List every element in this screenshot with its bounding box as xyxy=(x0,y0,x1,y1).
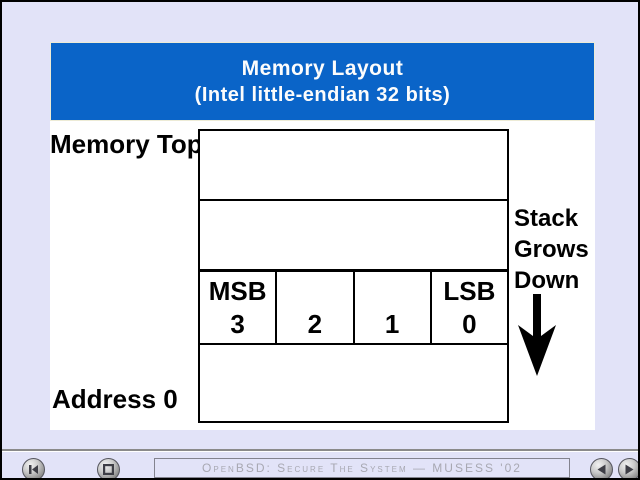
stack-label-line: Stack xyxy=(514,205,579,232)
memory-block-upper xyxy=(200,201,507,272)
memory-block-top xyxy=(200,131,507,201)
memory-layout-diagram: MSB 3 2 1 LSB 0 xyxy=(198,129,509,423)
previous-slide-button[interactable] xyxy=(590,458,613,478)
skip-to-start-icon xyxy=(29,465,38,474)
stop-square-icon xyxy=(103,464,114,475)
slide-title-banner: Memory Layout (Intel little-endian 32 bi… xyxy=(50,42,595,121)
byte-cell-number: 0 xyxy=(462,309,477,339)
status-text: OpenBSD: Secure The System — MUSESS '02 xyxy=(202,461,522,475)
byte-cell-tag: LSB xyxy=(443,276,496,306)
memory-block-bottom xyxy=(200,345,507,416)
byte-cell-number: 1 xyxy=(384,309,400,339)
footer-divider xyxy=(2,449,638,452)
memory-top-label: Memory Top xyxy=(50,129,203,159)
byte-cell-0: LSB 0 xyxy=(429,272,507,343)
stack-label-line: Down xyxy=(514,267,580,294)
go-first-button[interactable] xyxy=(22,458,45,478)
stack-label-line: Grows xyxy=(514,236,589,263)
byte-cell-number: 2 xyxy=(307,309,323,339)
slide-subtitle: (Intel little-endian 32 bits) xyxy=(194,83,451,106)
byte-cell-3: MSB 3 xyxy=(200,272,275,343)
byte-order-row: MSB 3 2 1 LSB 0 xyxy=(200,272,507,345)
stack-grows-down-label: Stack Grows Down xyxy=(514,203,589,296)
byte-cell-1: 1 xyxy=(352,272,430,343)
stop-button[interactable] xyxy=(97,458,120,478)
left-arrow-icon xyxy=(597,464,606,475)
address-0-label: Address 0 xyxy=(52,384,178,414)
status-bar: OpenBSD: Secure The System — MUSESS '02 xyxy=(154,458,570,478)
down-arrow-icon xyxy=(518,294,556,376)
byte-cell-number: 3 xyxy=(230,309,245,339)
byte-cell-tag: MSB xyxy=(208,276,267,306)
next-slide-button[interactable] xyxy=(618,458,638,478)
byte-cell-2: 2 xyxy=(275,272,352,343)
right-arrow-icon xyxy=(625,464,634,475)
slide-title: Memory Layout xyxy=(241,56,404,80)
